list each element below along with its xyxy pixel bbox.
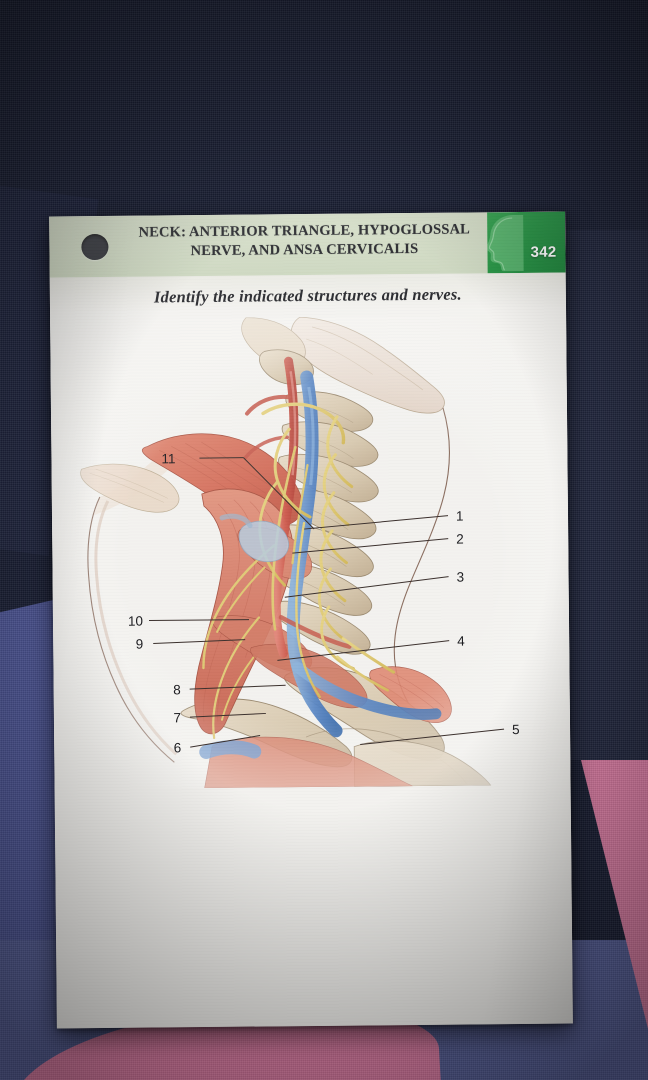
card-blank-area bbox=[54, 784, 573, 1029]
flashcard: NECK: ANTERIOR TRIANGLE, HYPOGLOSSAL NER… bbox=[49, 211, 573, 1029]
leader-8 bbox=[189, 684, 286, 690]
figure-label-11: 11 bbox=[161, 451, 175, 466]
anatomical-figure: 11 10 9 8 7 6 1 2 3 4 5 bbox=[50, 314, 571, 790]
head-profile-icon bbox=[487, 214, 524, 272]
neck-dissection-illustration: 11 10 9 8 7 6 1 2 3 4 5 bbox=[50, 314, 571, 790]
figure-label-8: 8 bbox=[173, 682, 181, 697]
leader-6 bbox=[190, 735, 261, 748]
hole-punch-icon bbox=[81, 233, 109, 261]
leader-4 bbox=[277, 640, 450, 661]
card-title-line-2: NERVE, AND ANSA CERVICALIS bbox=[190, 241, 419, 260]
leader-9 bbox=[153, 639, 246, 645]
figure-label-5: 5 bbox=[512, 722, 520, 737]
leader-5 bbox=[360, 728, 505, 746]
page-number: 342 bbox=[530, 243, 557, 261]
figure-label-10: 10 bbox=[128, 614, 143, 629]
figure-leader-lines bbox=[148, 457, 505, 748]
prompt-row: Identify the indicated structures and ne… bbox=[49, 272, 567, 320]
figure-label-9: 9 bbox=[136, 637, 144, 652]
leader-7 bbox=[189, 712, 266, 718]
leader-11b bbox=[243, 457, 315, 530]
card-title-line-1: NECK: ANTERIOR TRIANGLE, HYPOGLOSSAL bbox=[138, 221, 471, 241]
section-tab: 342 bbox=[487, 211, 566, 274]
fabric-band-navy-top bbox=[0, 0, 648, 230]
figure-labels: 11 10 9 8 7 6 1 2 3 4 5 bbox=[128, 451, 520, 755]
figure-label-7: 7 bbox=[173, 710, 181, 725]
leader-3 bbox=[284, 576, 449, 598]
card-header: NECK: ANTERIOR TRIANGLE, HYPOGLOSSAL NER… bbox=[49, 211, 566, 278]
figure-label-2: 2 bbox=[456, 532, 464, 547]
card-title: NECK: ANTERIOR TRIANGLE, HYPOGLOSSAL NER… bbox=[121, 220, 487, 262]
leader-2 bbox=[292, 538, 449, 554]
figure-label-6: 6 bbox=[174, 740, 182, 755]
leader-1 bbox=[304, 515, 449, 530]
prompt-text: Identify the indicated structures and ne… bbox=[153, 284, 462, 307]
figure-label-1: 1 bbox=[456, 509, 464, 524]
figure-label-4: 4 bbox=[457, 634, 465, 649]
figure-label-3: 3 bbox=[457, 570, 465, 585]
leader-10 bbox=[148, 619, 249, 622]
